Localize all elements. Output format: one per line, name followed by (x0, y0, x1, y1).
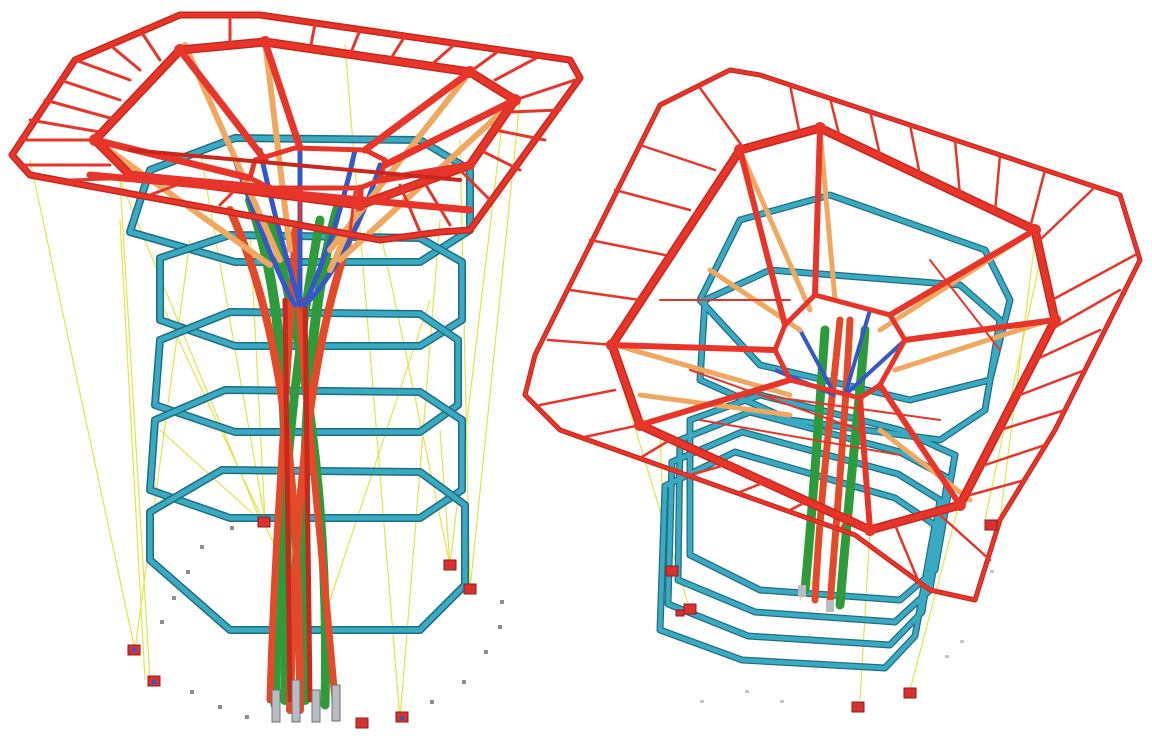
right-supports (665, 519, 998, 713)
left-roof-frame (8, 11, 584, 244)
right-tree-structure (522, 67, 1143, 713)
left-supports (127, 516, 504, 729)
right-roof-frame (522, 67, 1143, 603)
left-tree-structure (8, 11, 584, 729)
